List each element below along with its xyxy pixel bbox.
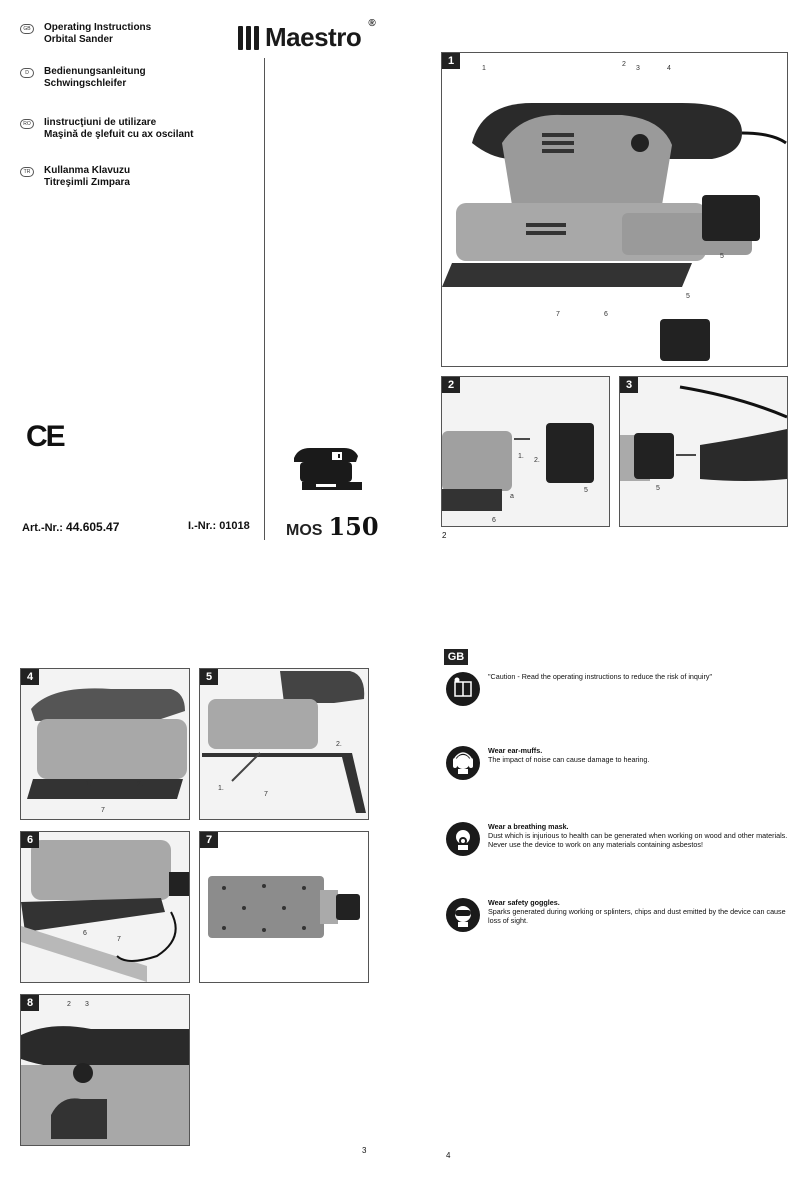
breathing-mask-icon [446,822,480,856]
lang-line2: Maşină de şlefuit cu ax oscilant [44,129,194,140]
callout: 2 [67,1001,71,1008]
safety-title: Wear a breathing mask. [488,822,569,831]
lang-line1: Iinstrucţiuni de utilizare [44,117,157,128]
dust-port-photo-icon [442,423,594,511]
callout: 2 [622,61,626,68]
safety-text: The impact of noise can cause damage to … [488,755,650,764]
callout: 3 [636,65,640,72]
logo-bars-icon [238,25,259,50]
callout: 3 [85,1001,89,1008]
callout: 5 [720,253,724,260]
page-number-right: 4 [446,1151,451,1160]
figure-caption-number: 2 [442,531,447,540]
figure-number: 5 [200,669,218,685]
figure-3: 3 5 [619,376,788,527]
safety-title: Wear safety goggles. [488,898,560,907]
figure-number: 6 [21,832,39,848]
lang-line1: Bedienungsanleitung [44,66,146,77]
figure-number: 3 [620,377,638,393]
lang-line2: Schwingschleifer [44,78,127,89]
sheet-insert-photo-icon [21,840,189,982]
safety-item-goggles: Wear safety goggles.Sparks generated dur… [446,898,788,932]
safety-text: "Caution - Read the operating instructio… [488,672,713,681]
vacuum-hose-photo-icon [620,385,787,481]
sanding-sheet-photo-icon [27,688,187,799]
figure-8: 8 2 3 [20,994,190,1146]
callout: 6 [83,930,87,937]
callout: 6 [604,311,608,318]
callout: 2. [336,741,342,748]
callout: 7 [101,807,105,814]
flag-badge: GB [20,24,34,34]
callout: a [510,493,514,500]
figure-4: 4 1. 2. 7 [20,668,190,820]
figure-7: 7 [199,831,369,983]
sander-silhouette-icon [294,448,362,490]
figure-number: 2 [442,377,460,393]
safety-text: Sparks generated during working or splin… [488,907,786,925]
figure-5: 5 2. 1. 7 [199,668,369,820]
ce-mark: CE [26,420,66,453]
flag-badge: D [20,68,34,78]
figure-1: 1 1 2 3 4 5 5 7 6 [441,52,788,367]
figure-number: 7 [200,832,218,848]
figure-number: 4 [21,669,39,685]
safety-title: Wear ear-muffs. [488,746,543,755]
figure-number: 1 [442,53,460,69]
clamp-lever-photo-icon [202,671,366,813]
flag-badge: RO [20,119,34,129]
figure-6: 6 6 7 [20,831,190,983]
manual-icon [446,672,480,706]
callout: 2. [534,457,540,464]
callout: 5 [686,293,690,300]
page-number-left: 3 [362,1146,367,1155]
lang-line1: Kullanma Klavuzu [44,165,131,176]
callout: 7 [264,791,268,798]
section-badge-gb: GB [444,649,468,665]
callout: 1. [218,785,224,792]
callout: 1. [85,781,91,788]
lang-line2: Titreşimli Zımpara [44,177,130,188]
safety-item-manual: "Caution - Read the operating instructio… [446,672,788,706]
callout: 5 [584,487,588,494]
safety-goggles-icon [446,898,480,932]
figure-2: 2 1. 2. a 5 6 [441,376,610,527]
ear-muffs-icon [446,746,480,780]
callout: 4 [667,65,671,72]
perforated-pad-photo-icon [208,876,360,938]
callout: 2. [137,781,143,788]
sander-photo-icon [442,103,787,361]
callout: 6 [492,517,496,524]
brand-name: Maestro® [265,18,376,52]
callout: 7 [556,311,560,318]
figure-number: 8 [21,995,39,1011]
safety-text: Dust which is injurious to health can be… [488,831,788,849]
i-number: I.-Nr.: 01018 [188,520,250,532]
registered-mark: ® [368,18,376,29]
callout: 5 [656,485,660,492]
switch-lock-photo-icon [21,1026,189,1145]
article-number: Art.-Nr.: 44.605.47 [22,520,120,534]
cover-divider [264,58,265,540]
brand-logo: Maestro® [238,18,376,53]
callout: 1. [518,453,524,460]
callout: 1 [482,65,486,72]
callout: 7 [117,936,121,943]
lang-line2: Orbital Sander [44,34,113,45]
flag-badge: TR [20,167,34,177]
lang-line1: Operating Instructions [44,22,152,33]
safety-item-breathing-mask: Wear a breathing mask.Dust which is inju… [446,822,788,856]
safety-item-ear-muffs: Wear ear-muffs.The impact of noise can c… [446,746,788,780]
